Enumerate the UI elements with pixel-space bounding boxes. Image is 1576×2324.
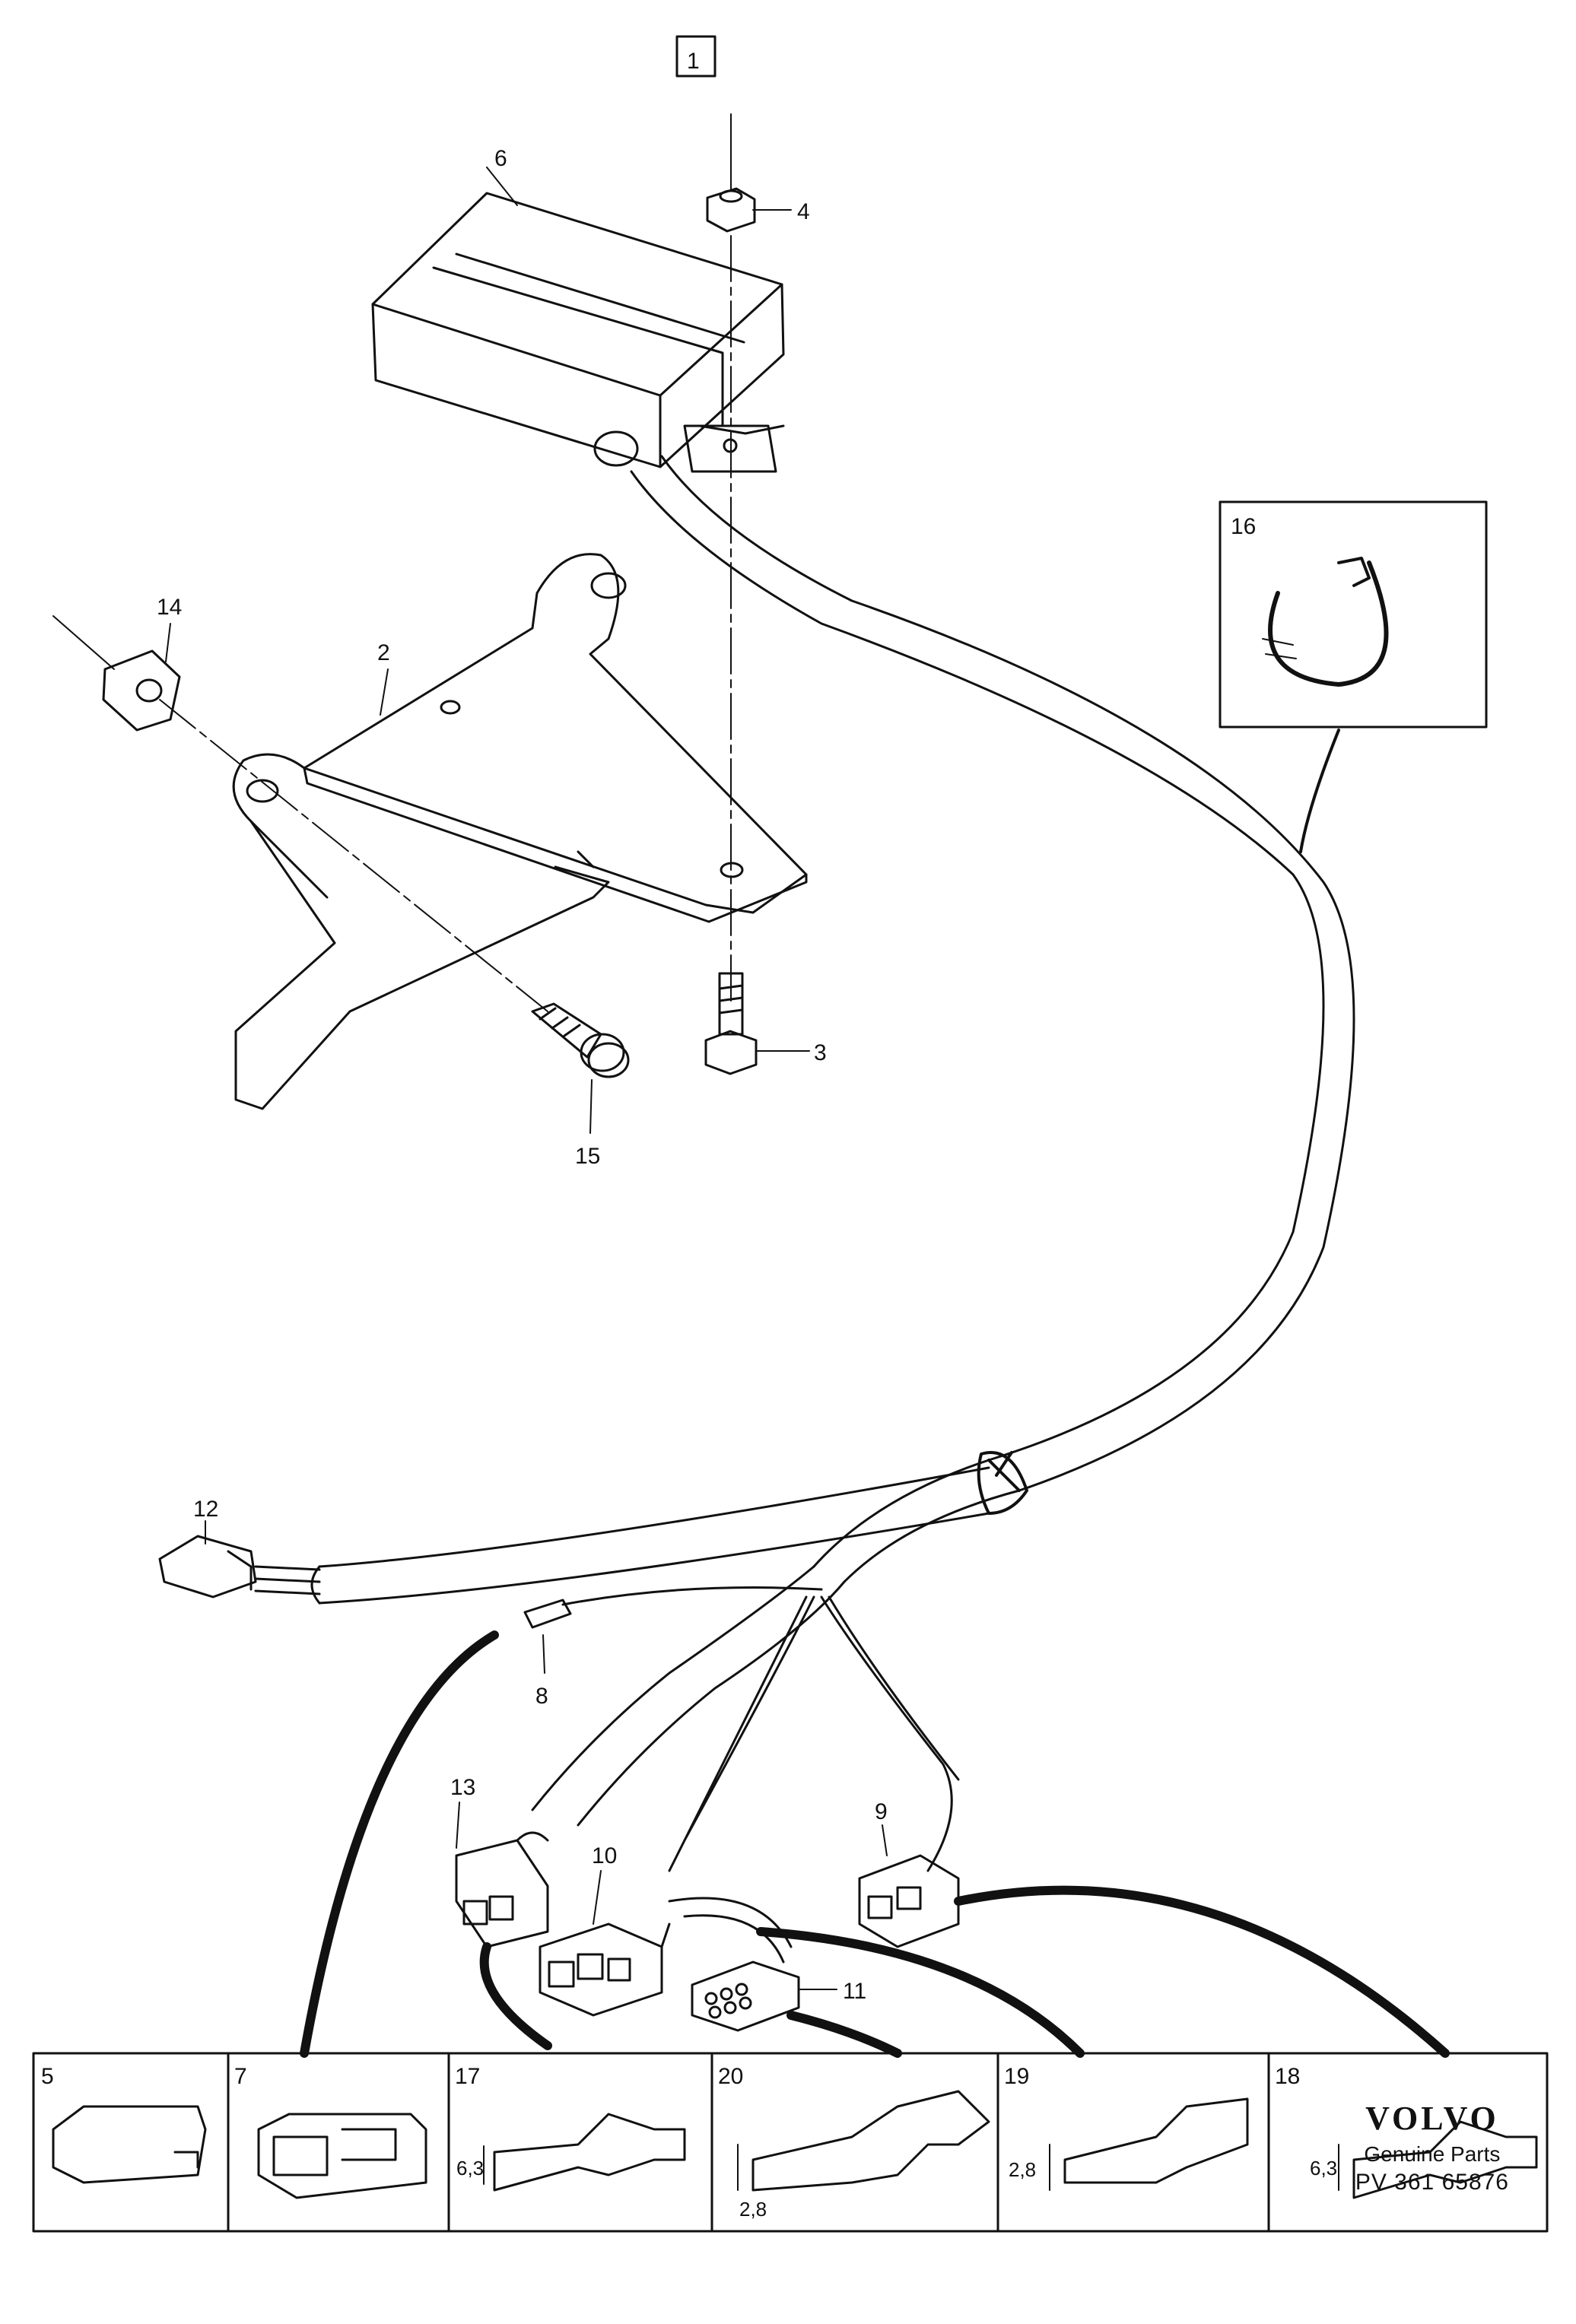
- wiring-harness: [158, 455, 1355, 1964]
- bracket-2: [232, 553, 808, 1110]
- group-label-box: [675, 35, 717, 78]
- panel-18-dimension: 6,3: [1310, 2157, 1337, 2180]
- panel-label-7: 7: [234, 2064, 247, 2089]
- callout-13: 13: [450, 1775, 475, 1800]
- panel-label-18: 18: [1275, 2064, 1300, 2089]
- footer-brand-block: VOLVO Genuine Parts PV 361 65876: [1355, 2099, 1509, 2195]
- callout-2: 2: [377, 640, 390, 665]
- clip-nut-14: [102, 649, 181, 732]
- callout-11: 11: [843, 1979, 866, 2004]
- brand-subtitle: Genuine Parts: [1364, 2142, 1501, 2166]
- callout-12: 12: [193, 1497, 218, 1522]
- callout-3: 3: [814, 1040, 827, 1065]
- panel-20-dimension: 2,8: [739, 2198, 767, 2221]
- panel-17-dimension: 6,3: [456, 2157, 484, 2180]
- screw-15: [531, 1002, 630, 1078]
- connector-13: [455, 1831, 549, 1948]
- connector-10: [539, 1922, 671, 2017]
- panel-label-20: 20: [718, 2064, 743, 2089]
- callout-14: 14: [157, 595, 182, 620]
- panel-label-5: 5: [41, 2064, 54, 2089]
- callout-15: 15: [575, 1144, 600, 1169]
- callout-4: 4: [797, 199, 810, 224]
- nut-4: [706, 187, 756, 233]
- control-unit: [371, 192, 785, 473]
- callout-16: 16: [1231, 514, 1256, 539]
- panel-label-19: 19: [1004, 2064, 1029, 2089]
- group-label: 1: [687, 49, 700, 74]
- callout-9: 9: [875, 1799, 888, 1824]
- detail-box-16: [1219, 500, 1488, 729]
- panel-19-dimension: 2,8: [1009, 2158, 1036, 2181]
- drawing-code: PV 361 65876: [1355, 2170, 1509, 2195]
- callout-6: 6: [494, 146, 507, 171]
- brand-logo: VOLVO: [1365, 2100, 1499, 2137]
- panel-label-17: 17: [455, 2064, 480, 2089]
- connector-11: [691, 1960, 800, 2032]
- bolt-3: [704, 972, 758, 1075]
- detail-panel-strip: [32, 2052, 1549, 2233]
- callout-10: 10: [592, 1843, 617, 1868]
- connector-9: [858, 1854, 960, 1948]
- callout-8: 8: [535, 1684, 548, 1709]
